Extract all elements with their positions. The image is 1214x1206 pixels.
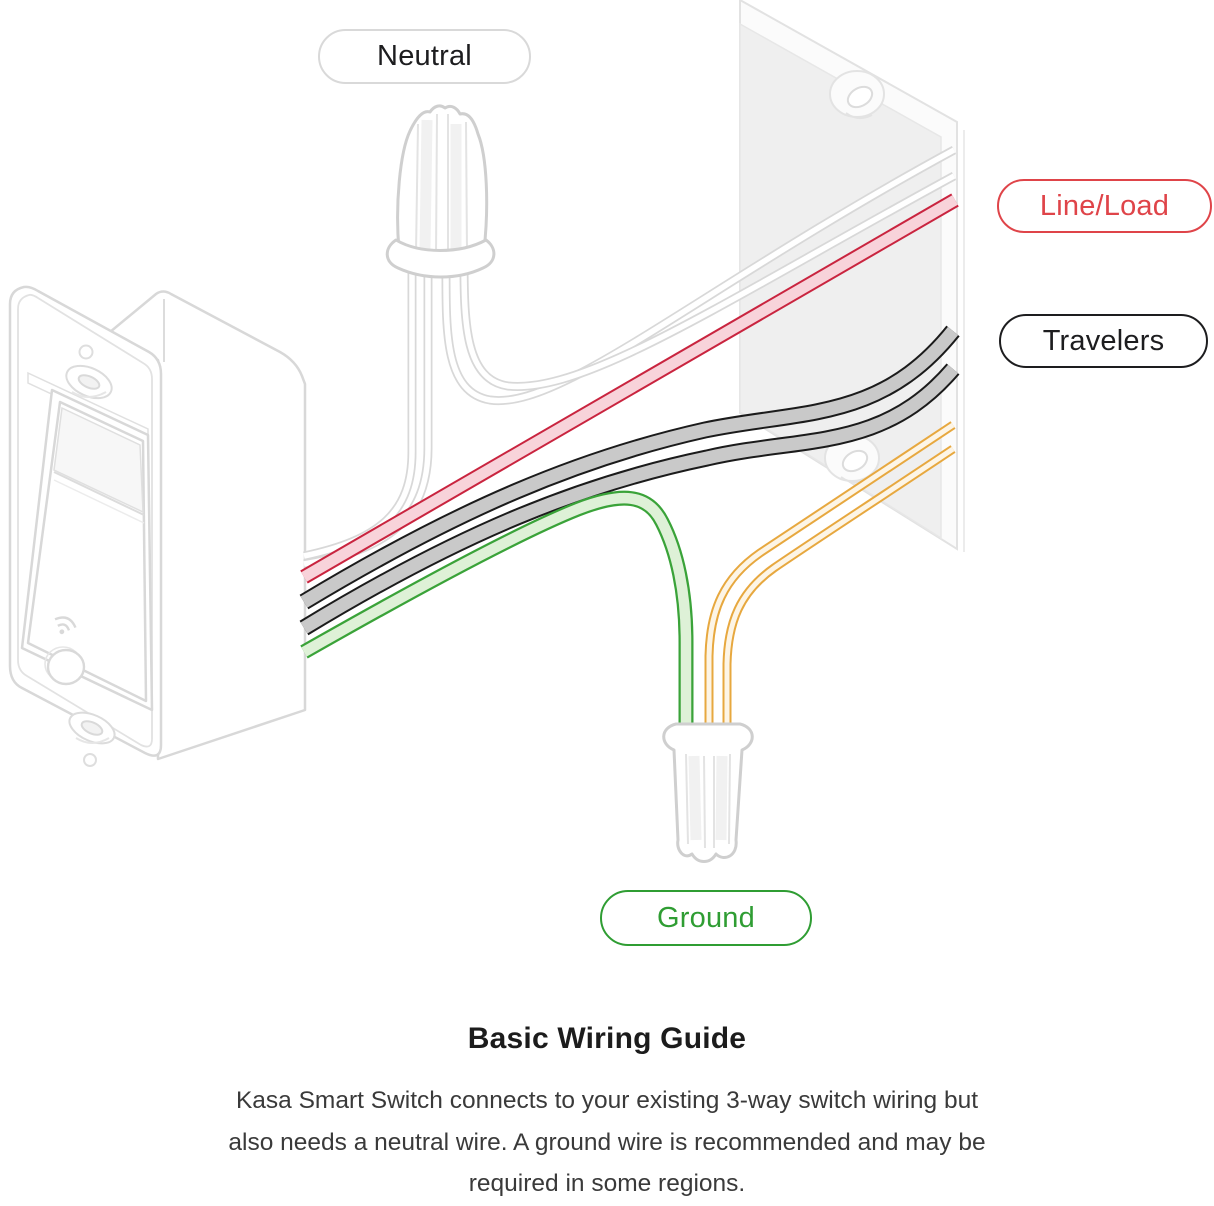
label-ground: Ground bbox=[600, 890, 812, 946]
paddle-crease-2 bbox=[53, 479, 145, 524]
neutral-wire-box-1 bbox=[441, 146, 957, 406]
wall-plate-inner-line bbox=[17, 293, 153, 748]
wifi-icon bbox=[54, 616, 77, 635]
neutral-wire-switch-1 bbox=[303, 262, 417, 561]
wire-nut-bottom bbox=[662, 722, 754, 863]
copper-wire-1 bbox=[704, 421, 956, 742]
copper-wire-2 bbox=[722, 445, 956, 742]
rocker-paddle-top bbox=[53, 406, 144, 514]
traveler-wire-2 bbox=[299, 363, 960, 636]
ground-wires-copper bbox=[704, 421, 956, 742]
paddle-crease bbox=[53, 471, 145, 516]
guide-description: Kasa Smart Switch connects to your exist… bbox=[228, 1087, 986, 1197]
status-button[interactable] bbox=[44, 646, 86, 686]
neutral-wire-box-2 bbox=[459, 172, 957, 391]
label-neutral: Neutral bbox=[318, 29, 531, 84]
line-load-wire bbox=[300, 193, 959, 584]
screw-boss-top bbox=[829, 70, 885, 119]
caption-block: Basic Wiring Guide Kasa Smart Switch con… bbox=[0, 1022, 1214, 1205]
plate-screw-top bbox=[65, 344, 113, 400]
traveler-wire-1 bbox=[299, 325, 960, 610]
switch-body bbox=[102, 290, 307, 761]
smart-switch bbox=[8, 285, 307, 767]
wire-nut-top bbox=[385, 104, 496, 279]
plate-screw-bottom bbox=[68, 711, 116, 767]
label-travelers: Travelers bbox=[999, 314, 1208, 368]
guide-title: Basic Wiring Guide bbox=[467, 1022, 747, 1055]
label-line-load: Line/Load bbox=[997, 179, 1212, 233]
ground-wire-green bbox=[300, 490, 694, 742]
